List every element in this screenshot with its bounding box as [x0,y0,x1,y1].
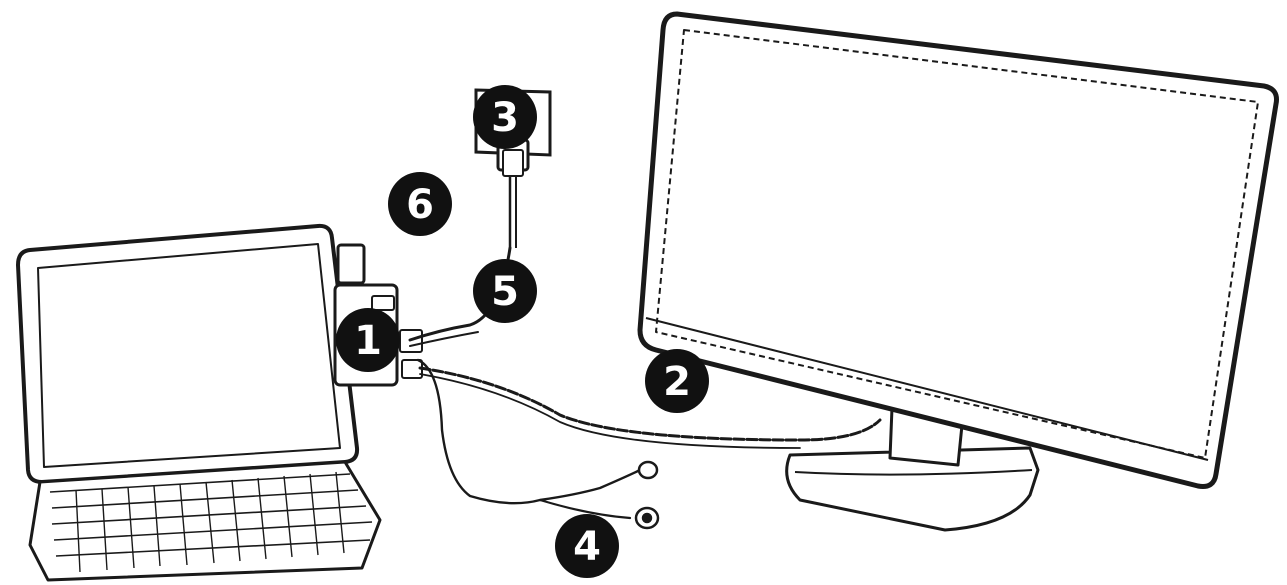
callout-power-adapter-label: 3 [491,95,519,141]
earphones [634,460,660,530]
monitor-cable [418,366,882,442]
callout-hub-label: 1 [354,318,382,364]
callout-earphones-label: 4 [573,524,601,570]
monitor [637,11,1279,532]
callout-power-cable-label: 5 [491,269,519,315]
earphone-cable [416,358,642,505]
callout-power-adapter: 3 [473,85,537,149]
callout-monitor-cable: 2 [645,349,709,413]
callout-hub: 1 [336,308,400,372]
tablet [16,223,382,582]
callout-tablet-port-label: 6 [406,182,434,228]
monitor-stand-base [785,446,1040,532]
callout-tablet-port: 6 [388,172,452,236]
monitor-screen [637,11,1279,489]
callout-earphones: 4 [555,514,619,578]
callout-power-cable: 5 [473,259,537,323]
callout-monitor-cable-label: 2 [663,359,691,405]
keyboard [28,460,382,582]
